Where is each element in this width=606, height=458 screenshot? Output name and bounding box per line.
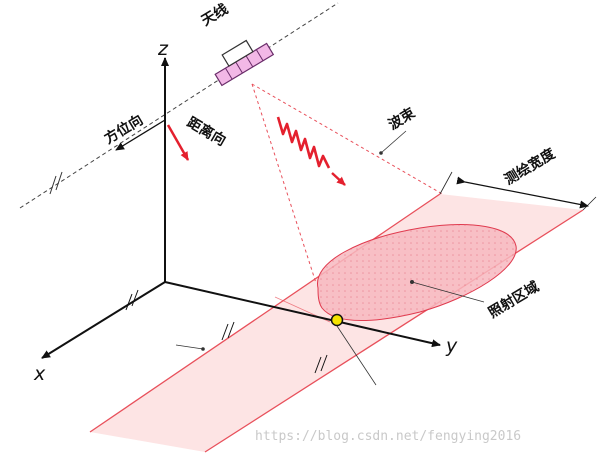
antenna-label: 天线 bbox=[198, 0, 231, 29]
azimuth-arrow bbox=[115, 119, 166, 151]
nadir-point bbox=[330, 313, 344, 327]
x-axis bbox=[41, 281, 166, 359]
z-axis-label: z bbox=[157, 38, 169, 60]
y-axis-label: y bbox=[445, 335, 458, 357]
range-arrow bbox=[166, 124, 190, 161]
swath-width-label: 测绘宽度 bbox=[501, 144, 559, 188]
watermark: https://blog.csdn.net/fengying2016 bbox=[255, 429, 521, 444]
beam-label: 波束 bbox=[385, 104, 419, 134]
y-axis bbox=[164, 281, 441, 348]
beam-edge-left bbox=[251, 83, 317, 284]
beam-edge-right bbox=[251, 83, 445, 196]
x-axis-label: x bbox=[33, 363, 46, 385]
azimuth-label: 方位向 bbox=[101, 111, 146, 147]
swath-far-edge bbox=[204, 209, 584, 453]
radar-pulse-icon bbox=[276, 116, 331, 169]
swath-near-edge bbox=[89, 193, 441, 433]
flight-path bbox=[19, 2, 339, 209]
swath-width-dimension bbox=[456, 176, 589, 209]
range-label: 距离向 bbox=[184, 114, 229, 150]
illuminated-area-label: 照射区域 bbox=[485, 278, 542, 321]
antenna-icon bbox=[214, 39, 275, 87]
